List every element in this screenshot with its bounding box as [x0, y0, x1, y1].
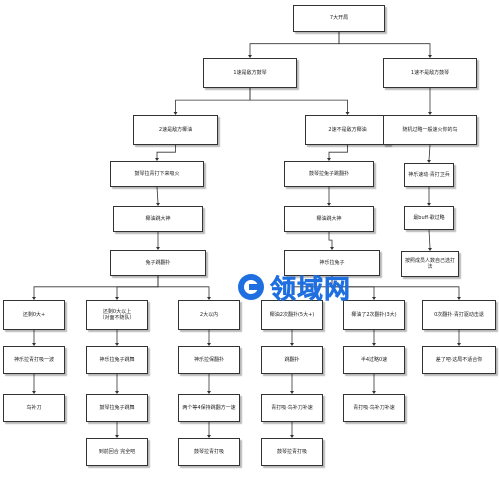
node-h2: 鼓琴拉兔子跳舞	[86, 394, 148, 422]
arrowhead-root-a2	[428, 55, 432, 58]
arrowhead-e2-f4	[290, 297, 294, 300]
arrowhead-b2-c2	[327, 158, 331, 161]
arrowhead-a1-b2	[345, 112, 350, 115]
node-c1: 鼓琴拉青打下来吸火	[110, 161, 204, 187]
node-a1: 1速是敌方鼓琴	[203, 58, 297, 88]
arrowhead-e2-f5	[372, 297, 376, 300]
arrowhead-b3-c3	[427, 160, 431, 163]
corner-cover	[349, 429, 499, 479]
node-e2: 神乐拉兔子	[284, 250, 380, 276]
node-i1: 到前回合 完全吧	[86, 438, 148, 466]
connector-root-a2	[338, 32, 431, 55]
watermark-logo-icon	[238, 274, 264, 300]
arrowhead-a2-b3	[428, 112, 432, 115]
arrowhead-f2-g2	[115, 343, 119, 346]
connector-d3-e3	[428, 229, 431, 249]
node-b2: 2速不是敌方椰油	[305, 115, 390, 145]
node-f1: 还剩0大+	[3, 300, 65, 330]
arrowhead-g5-h5	[372, 391, 376, 394]
node-d2: 椰油跳大神	[284, 206, 374, 232]
arrowhead-e1-f3	[207, 297, 211, 300]
arrowhead-e1-f2	[115, 297, 119, 300]
arrowhead-f6-g6	[457, 343, 461, 346]
node-f2: 还剩0大以上 （对面不随队）	[86, 300, 148, 330]
arrowhead-d1-e1	[156, 247, 160, 250]
connector-a1-b2	[249, 88, 348, 112]
node-e3: 按照成员人数自己选打法	[401, 251, 459, 277]
node-a2: 1速不是敌方鼓琴	[383, 58, 477, 88]
arrowhead-h3-i2	[207, 435, 211, 438]
arrowhead-f4-g4	[290, 343, 294, 346]
connector-a1-b1	[175, 88, 251, 112]
arrowhead-g4-h4	[290, 391, 294, 394]
arrowhead-g1-h1	[32, 391, 36, 394]
arrowhead-f5-g5	[372, 343, 376, 346]
node-root: 7大开局	[293, 5, 385, 32]
node-g2: 神乐拉兔子跳舞	[86, 346, 148, 374]
node-f3: 2大以内	[178, 300, 240, 330]
connector-b2-c2	[328, 145, 348, 158]
arrowhead-f3-g3	[207, 343, 211, 346]
node-f5: 椰油了2次翻扑(3大)	[343, 300, 405, 330]
arrowhead-g3-h3	[207, 391, 211, 394]
connector-d2-e2	[328, 232, 333, 247]
arrowhead-f1-g1	[32, 343, 36, 346]
arrowhead-root-a1	[248, 55, 252, 58]
node-h5: 青打吸·鸟补刀补速	[343, 394, 405, 422]
node-i3: 鼓琴拉青打吸	[261, 438, 323, 466]
node-d3: 最buff·歌过略	[404, 206, 454, 230]
node-c2: 鼓琴拉兔子跳翻扑	[284, 161, 374, 187]
node-g4: 跳翻扑	[261, 346, 323, 374]
connector-c1-d1	[156, 186, 159, 204]
connector-e2-f6	[331, 276, 460, 297]
connector-b3-c3	[428, 144, 431, 161]
node-h1: 鸟补刀	[3, 394, 65, 422]
node-h4: 青打吸·鸟补刀补速	[261, 394, 323, 422]
arrowhead-h2-i1	[115, 435, 119, 438]
node-c3: 神乐速动·青打卫兵	[404, 163, 454, 187]
arrowhead-c1-d1	[156, 203, 160, 206]
watermark-text: 领域网	[270, 274, 352, 305]
connector-e1-f3	[157, 276, 210, 297]
node-g5: 半4过略0速	[343, 346, 405, 374]
arrowhead-d2-e2	[330, 247, 334, 250]
node-h3: 两个等4保持跳翻方一速	[178, 394, 240, 422]
arrowhead-d3-e3	[428, 248, 432, 251]
arrowhead-e2-f6	[457, 297, 461, 300]
node-b3: 随机过略一般速火你的鸟	[383, 115, 477, 145]
connector-root-a1	[249, 32, 340, 55]
node-e1: 兔子跳翻扑	[110, 250, 206, 276]
arrowhead-h4-i3	[290, 435, 294, 438]
node-b1: 2速是敌方椰油	[133, 115, 218, 145]
arrowhead-c2-d2	[327, 203, 331, 206]
node-g6: 差了吧·这局不适合你	[422, 346, 496, 374]
node-f6: 0次翻扑·青打驱动击退	[422, 300, 496, 330]
arrowhead-e1-f1	[32, 297, 36, 300]
node-g3: 神乐拉保翻扑	[178, 346, 240, 374]
arrowhead-a1-b1	[173, 112, 178, 115]
connector-b1-c1	[156, 145, 176, 158]
watermark: 领域网	[236, 270, 386, 305]
node-i2: 鼓琴拉青打吸	[178, 438, 240, 466]
node-g1: 神乐拉青打吸一波	[3, 346, 65, 374]
node-d1: 椰油跳大神	[113, 206, 203, 232]
node-f4: 椰油2次翻扑(5大+)	[261, 300, 323, 330]
arrowhead-c3-d3	[427, 203, 431, 206]
arrowhead-b1-c1	[155, 158, 159, 161]
arrowhead-g2-h2	[115, 391, 119, 394]
connector-e1-f2	[116, 276, 159, 297]
